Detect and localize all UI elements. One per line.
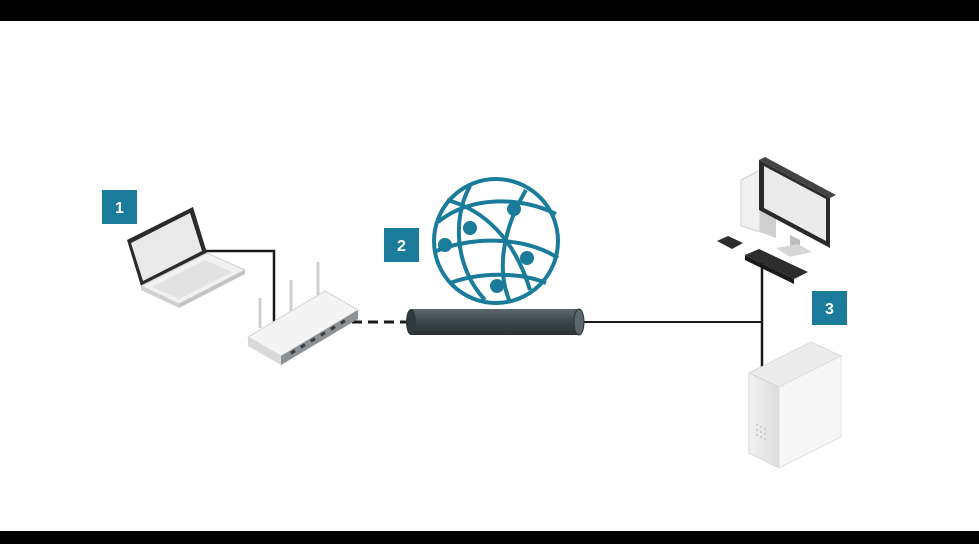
badge-2-label: 2	[397, 238, 406, 255]
laptop-to-router-cable	[203, 249, 276, 322]
badge-1: 1	[102, 190, 137, 224]
globe-nodes	[438, 202, 534, 293]
server-tower-icon	[747, 341, 843, 469]
connection-lines	[203, 249, 764, 370]
badge-2: 2	[384, 228, 419, 262]
laptop-icon	[127, 207, 247, 308]
badge-3-label: 3	[825, 301, 834, 318]
bottom-letterbox-bar	[0, 531, 979, 544]
router-icon	[247, 262, 359, 365]
top-letterbox-bar	[0, 0, 979, 21]
pipe-icon	[406, 308, 585, 336]
desktop-computer-icon	[717, 157, 836, 284]
badge-1-label: 1	[115, 200, 124, 217]
badge-3: 3	[812, 291, 847, 325]
